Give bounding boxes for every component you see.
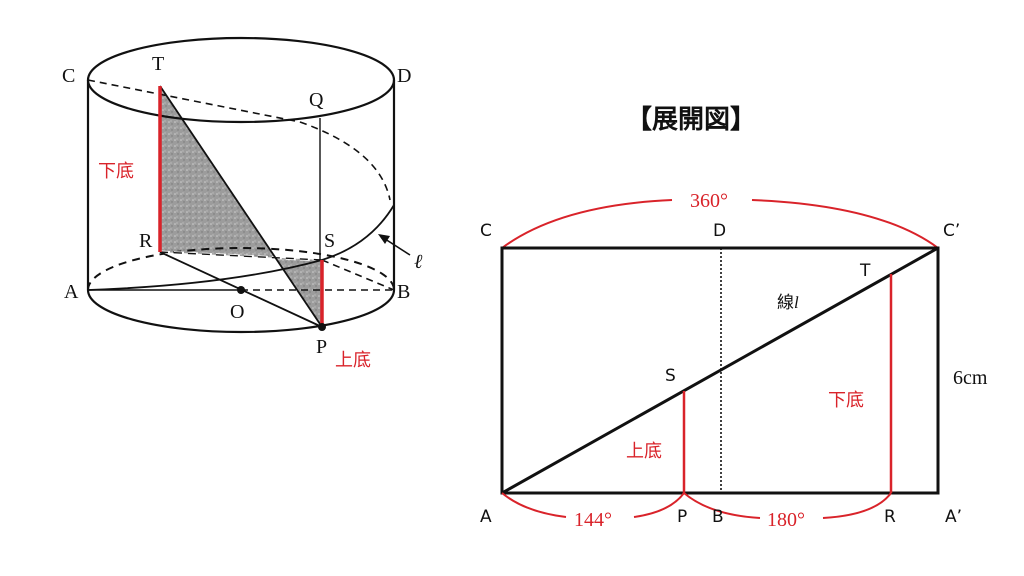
label-s: S	[324, 230, 335, 252]
segment-sb-dashed	[321, 259, 395, 291]
arc-360-right	[751, 199, 939, 249]
segment-rs-dashed	[159, 250, 323, 262]
label-b: B	[397, 281, 410, 303]
line-label-italic: l	[794, 293, 799, 312]
label-d: D	[397, 65, 411, 87]
net-label-t: T	[859, 261, 871, 281]
net-label-a-prime: A’	[945, 507, 962, 527]
label-r: R	[139, 230, 153, 252]
arc-360	[501, 199, 673, 249]
arc-180-left	[683, 492, 761, 519]
net-title: 【展開図】	[626, 105, 756, 135]
point-o	[237, 286, 245, 294]
label-l: ℓ	[414, 251, 423, 273]
label-o: O	[230, 301, 244, 323]
arc-360-label: 360°	[690, 190, 728, 212]
net-label-a: A	[480, 507, 492, 527]
arc-144-label: 144°	[574, 509, 612, 531]
arc-180-right	[822, 492, 892, 519]
arc-144-right	[633, 492, 685, 518]
net-label-d: D	[713, 221, 726, 241]
top-ellipse	[86, 36, 396, 124]
net-label-s: S	[665, 366, 676, 386]
label-q: Q	[309, 89, 324, 111]
label-c: C	[62, 65, 75, 87]
net-label-b: B	[712, 507, 724, 527]
net-figure: 360° 144° 180° C D C’ T S 線l 6cm 下底 上底 A…	[480, 190, 988, 531]
label-t: T	[152, 53, 164, 75]
back-helix-dashed	[299, 121, 391, 201]
bottom-front-arc	[86, 289, 396, 334]
arc-180-label: 180°	[767, 509, 805, 531]
label-upper-base: 上底	[335, 350, 371, 371]
net-line-label: 線l	[777, 293, 799, 313]
label-p: P	[316, 336, 327, 358]
label-a: A	[64, 281, 79, 303]
arc-144-left	[501, 492, 567, 518]
net-label-p: P	[677, 507, 687, 527]
segment-tp	[159, 85, 323, 328]
curve-l	[87, 204, 395, 291]
top-dashed-line	[87, 79, 301, 123]
net-line-l	[501, 246, 939, 495]
l-arrowhead	[378, 234, 390, 244]
label-lower-base: 下底	[98, 161, 134, 182]
line-label-kanji: 線	[777, 293, 794, 313]
net-label-r: R	[884, 507, 896, 527]
point-p	[318, 323, 326, 331]
net-label-upper-base: 上底	[626, 441, 662, 462]
net-label-c: C	[480, 221, 492, 241]
net-label-c-prime: C’	[943, 221, 960, 241]
net-height-label: 6cm	[953, 367, 988, 389]
cylinder-figure: C T D Q R S A B O P ℓ 下底 上底	[62, 36, 423, 371]
net-label-lower-base: 下底	[828, 390, 864, 411]
net-rectangle	[500, 246, 940, 495]
